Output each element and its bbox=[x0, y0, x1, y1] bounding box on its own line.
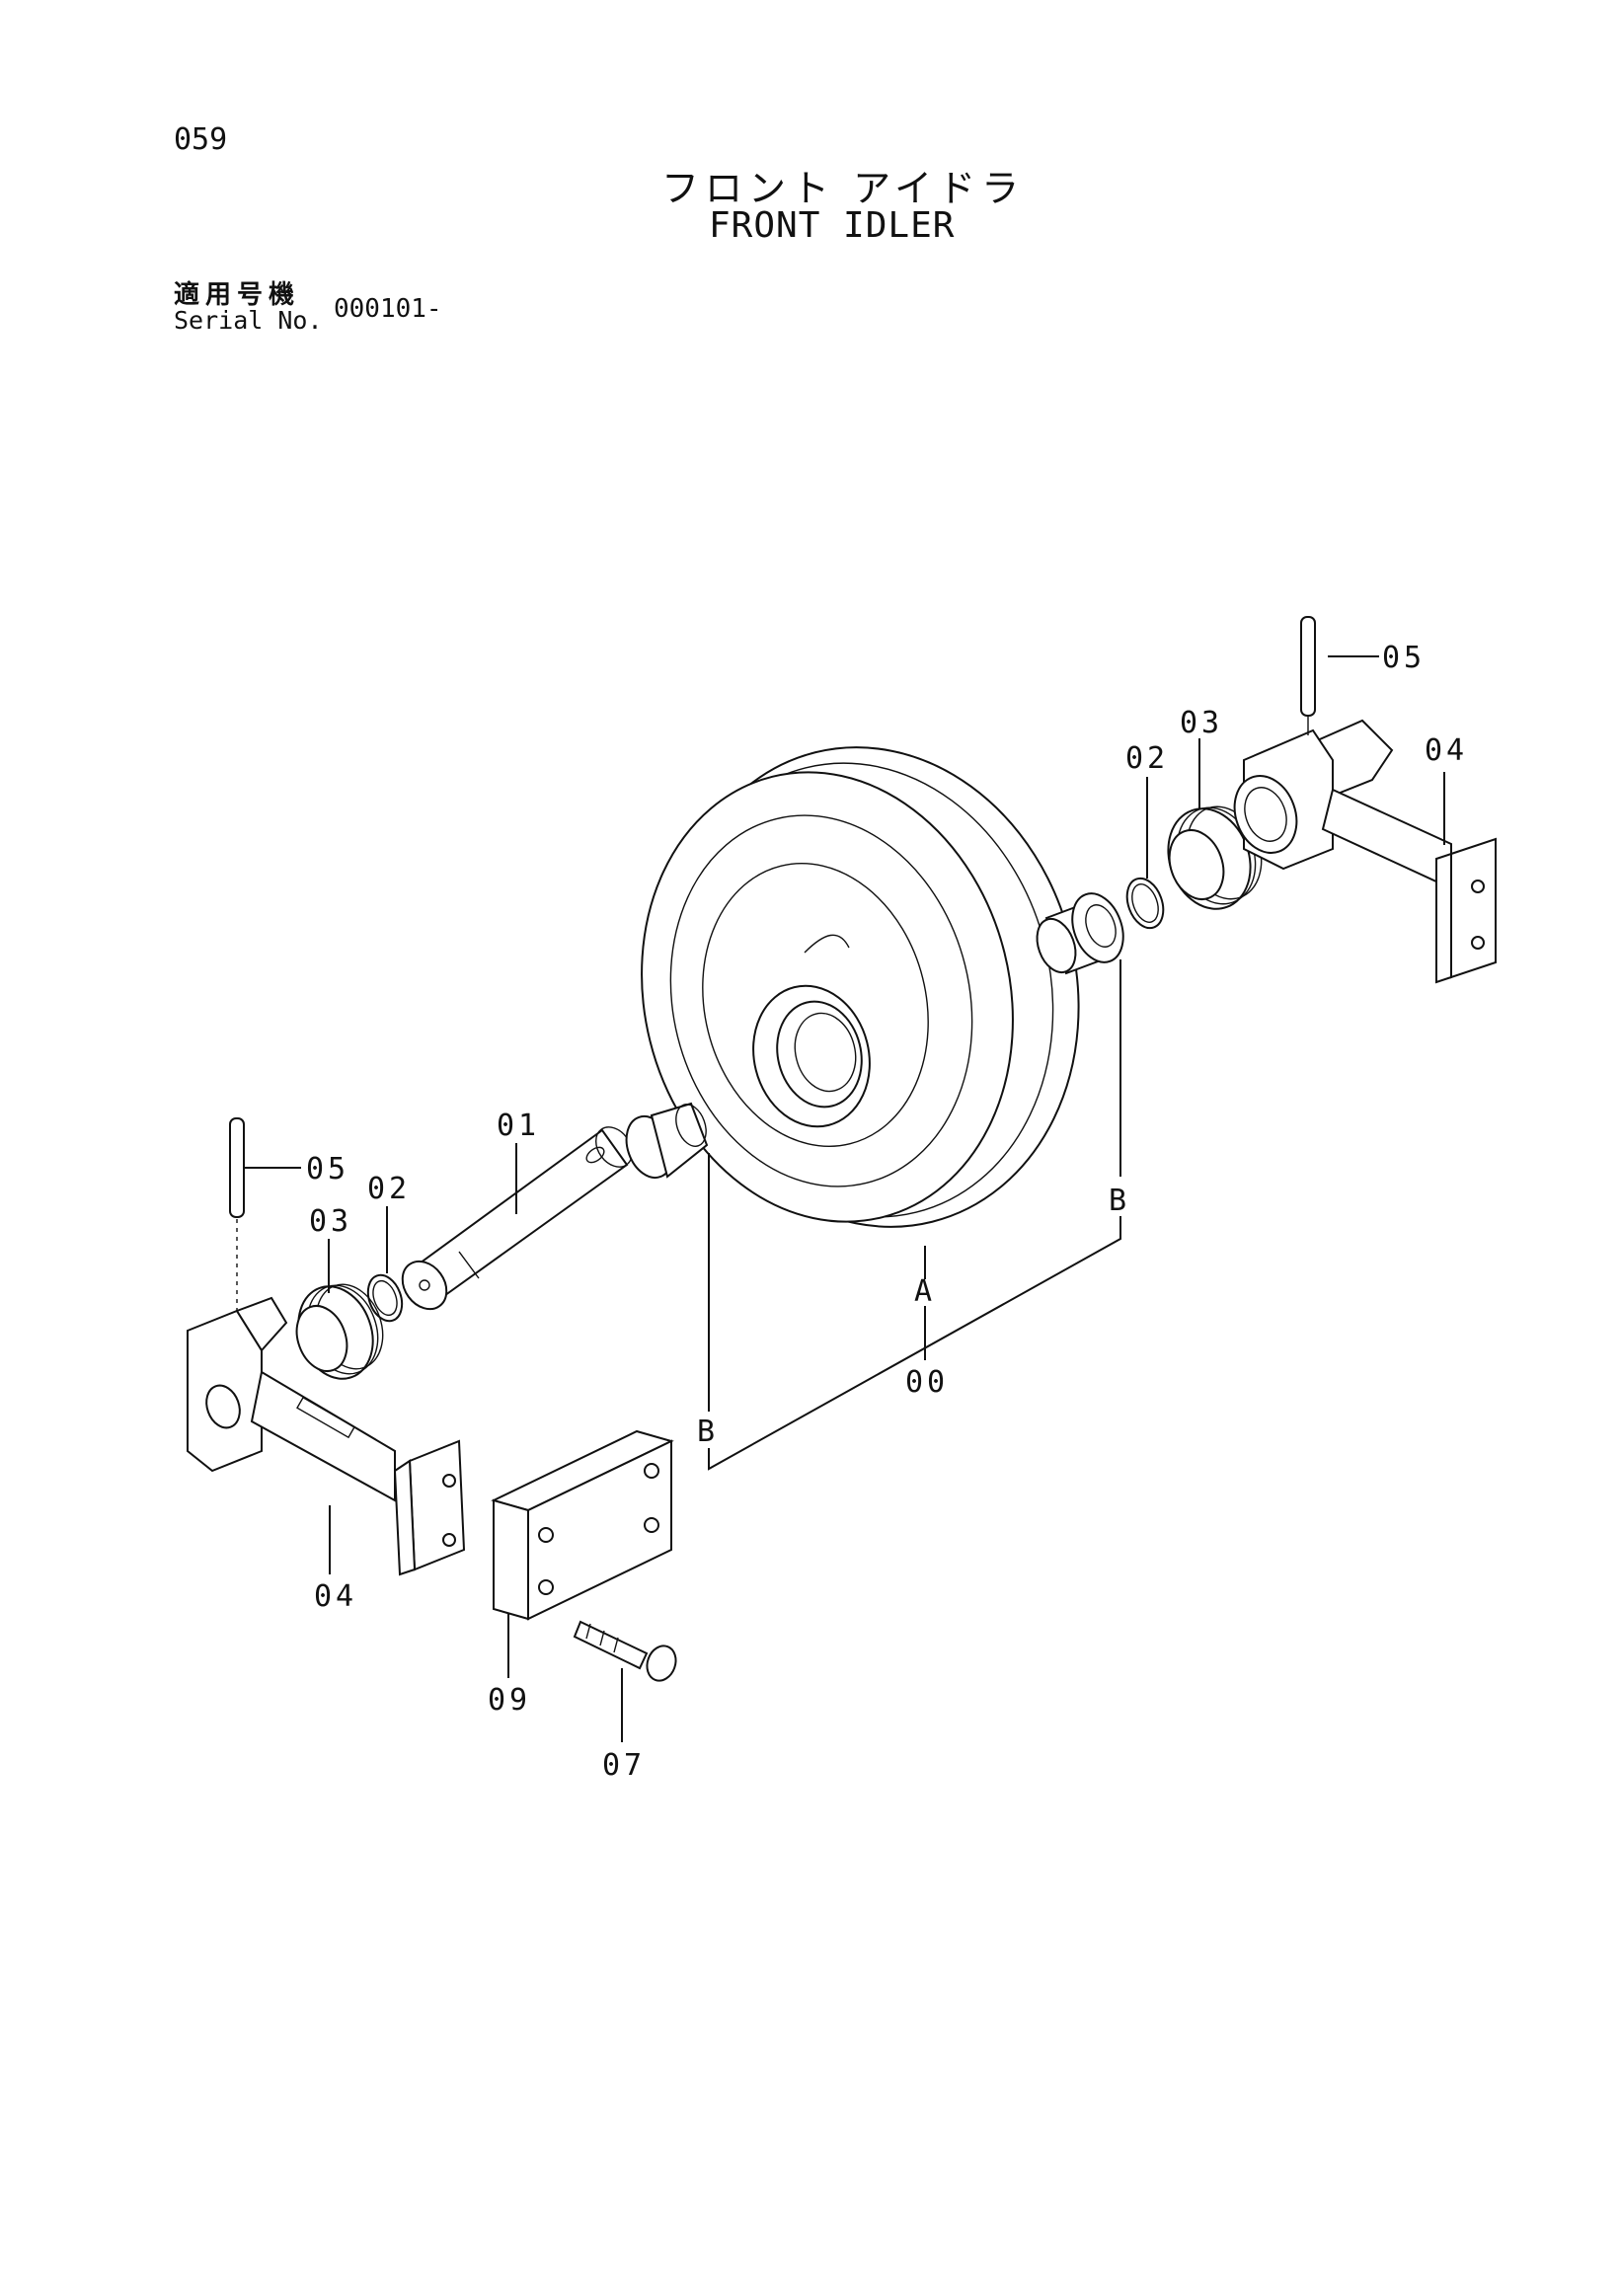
serial-label-english: Serial No. bbox=[174, 306, 323, 335]
floating-seal-right bbox=[1167, 805, 1263, 910]
callout-00-assembly: 00 bbox=[905, 1365, 949, 1400]
spring-pin-left bbox=[229, 1117, 245, 1313]
bolt bbox=[573, 1620, 677, 1682]
page-title-english: FRONT IDLER bbox=[709, 205, 956, 246]
pin bbox=[401, 1126, 633, 1311]
guard-plate bbox=[491, 1429, 674, 1621]
callout-03-right: 03 bbox=[1180, 706, 1223, 740]
callout-b-right: B bbox=[1109, 1184, 1130, 1218]
page-title-japanese: フロント アイドラ bbox=[661, 167, 1026, 210]
callout-04-left: 04 bbox=[314, 1579, 357, 1614]
support-right bbox=[1233, 719, 1497, 984]
callout-09: 09 bbox=[488, 1683, 531, 1718]
callout-a: A bbox=[914, 1274, 936, 1309]
page-number: 059 bbox=[174, 122, 228, 157]
bushing-left bbox=[625, 1102, 709, 1179]
callout-04-right: 04 bbox=[1425, 733, 1468, 768]
callout-05-right: 05 bbox=[1382, 641, 1426, 675]
bushing-right bbox=[1036, 892, 1124, 975]
spring-pin-right bbox=[1300, 616, 1316, 735]
floating-seal-left bbox=[295, 1283, 384, 1380]
serial-number-value: 000101- bbox=[334, 294, 442, 324]
callout-02-right: 02 bbox=[1125, 741, 1169, 776]
callout-b-left: B bbox=[697, 1415, 719, 1449]
callout-01: 01 bbox=[497, 1109, 540, 1143]
serial-label-japanese: 適用号機 bbox=[174, 280, 301, 310]
leader-line-b-connector bbox=[708, 1216, 1121, 1471]
callout-05-left: 05 bbox=[306, 1152, 349, 1186]
callout-07: 07 bbox=[602, 1748, 646, 1783]
callout-03-left: 03 bbox=[309, 1204, 352, 1239]
idler-wheel bbox=[641, 746, 1080, 1228]
callout-02-left: 02 bbox=[367, 1172, 411, 1206]
o-ring-right bbox=[1125, 877, 1165, 930]
support-left bbox=[187, 1296, 466, 1576]
